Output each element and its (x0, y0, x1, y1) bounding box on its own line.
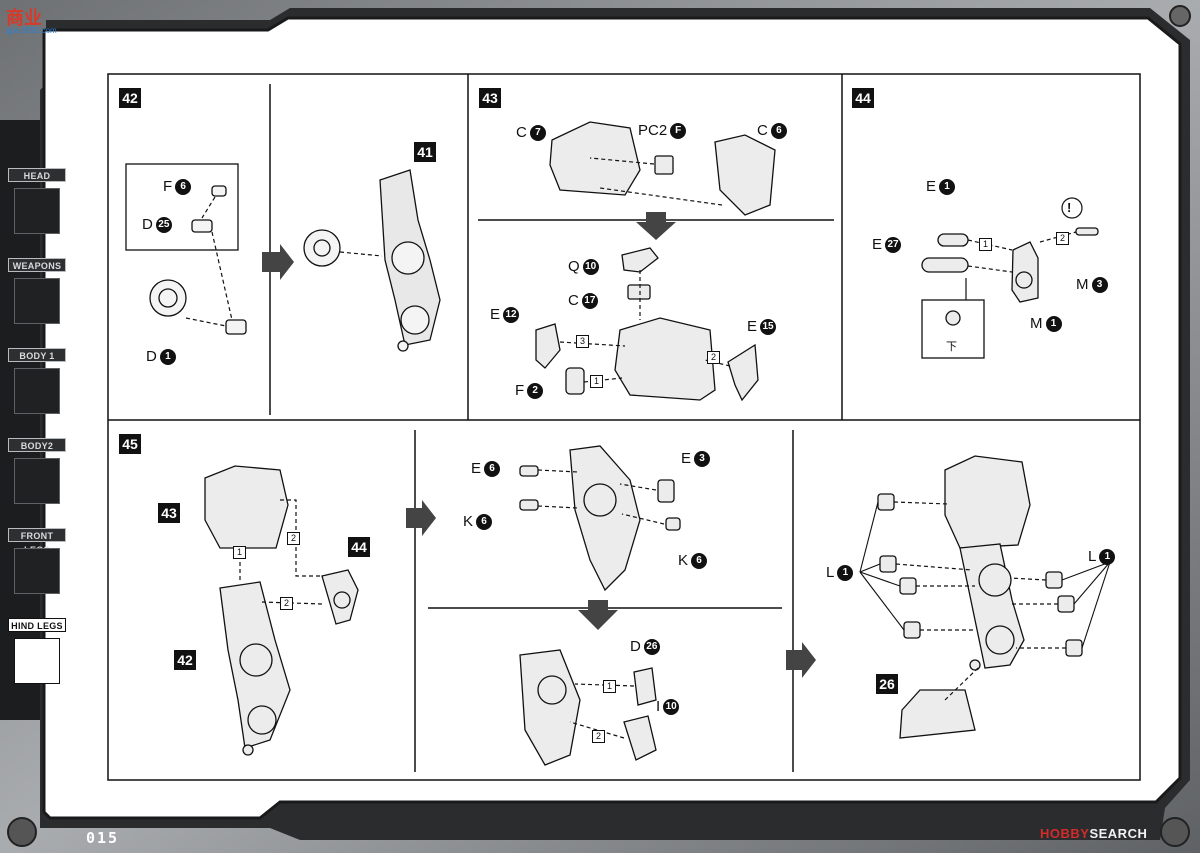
step-number-42: 42 (119, 88, 141, 108)
callout-43: 43 (158, 503, 180, 523)
head-thumbnail-icon (14, 188, 60, 234)
sub-step-number: 2 (592, 730, 605, 743)
site-logo-sub: gpa.0595.com (6, 26, 57, 35)
sub-step-number: 1 (233, 546, 246, 559)
body1-thumbnail-icon (14, 368, 60, 414)
step42-parts (125, 163, 441, 352)
flow-arrow-icon (786, 642, 816, 678)
site-logo-text: 商业 (6, 8, 42, 28)
sub-step-number: 3 (576, 335, 589, 348)
tab-body2[interactable]: BODY2 (4, 430, 70, 514)
watermark-logo: HOBBYSEARCH (1040, 826, 1147, 841)
warning-mark: ! (1067, 200, 1072, 215)
flow-arrow-icon (406, 500, 436, 536)
tab-label: HIND LEGS (8, 618, 66, 632)
sub-step-number: 2 (280, 597, 293, 610)
tab-label: BODY2 (8, 438, 66, 452)
tab-hind-legs[interactable]: HIND LEGS (4, 610, 70, 694)
body2-thumbnail-icon (14, 458, 60, 504)
tab-weapons[interactable]: WEAPONS (4, 250, 70, 334)
callout-42: 42 (174, 650, 196, 670)
page-number: 015 (86, 829, 120, 847)
step44-parts (921, 227, 1099, 359)
callout-44: 44 (348, 537, 370, 557)
sub-step-number: 2 (707, 351, 720, 364)
watermark-a: HOBBY (1040, 826, 1090, 841)
weapons-thumbnail-icon (14, 278, 60, 324)
site-logo: 商业 gpa.0595.com (6, 4, 76, 38)
tab-body1[interactable]: BODY 1 (4, 340, 70, 424)
callout-41: 41 (414, 142, 436, 162)
step-number-43: 43 (479, 88, 501, 108)
sub-step-number: 1 (590, 375, 603, 388)
sub-step-number: 2 (287, 532, 300, 545)
bottom-view-mark: 下 (946, 341, 957, 353)
flow-arrow-icon (578, 600, 618, 630)
tab-head[interactable]: HEAD (4, 160, 70, 244)
flow-arrow-icon (636, 212, 676, 240)
watermark-b: SEARCH (1089, 826, 1148, 841)
front-legs-thumbnail-icon (14, 548, 60, 594)
section-sidebar: HEAD WEAPONS BODY 1 BODY2 FRONT LEGS HIN… (0, 150, 74, 710)
step43-parts (535, 121, 776, 402)
tab-label: WEAPONS (8, 258, 66, 272)
sub-step-number: 1 (603, 680, 616, 693)
step-number-45: 45 (119, 434, 141, 454)
step45-parts (204, 445, 1031, 766)
tab-front-legs[interactable]: FRONT LEGS (4, 520, 70, 604)
hind-legs-thumbnail-icon (14, 638, 60, 684)
tab-label: BODY 1 (8, 348, 66, 362)
flow-arrow-icon (262, 244, 294, 280)
warning-icon (1061, 197, 1083, 219)
callout-26: 26 (876, 674, 898, 694)
sub-step-number: 2 (1056, 232, 1069, 245)
tab-label: HEAD (8, 168, 66, 182)
step-number-44: 44 (852, 88, 874, 108)
sub-step-number: 1 (979, 238, 992, 251)
